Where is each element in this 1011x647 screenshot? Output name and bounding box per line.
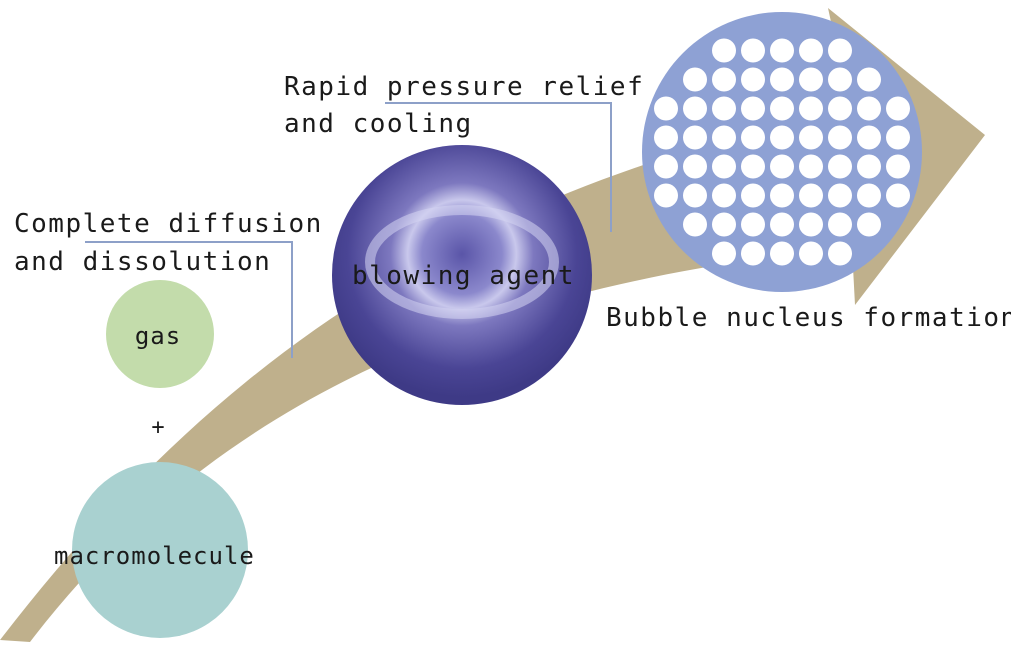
bubble (799, 96, 823, 121)
bubble (857, 183, 881, 208)
bubble (799, 154, 823, 179)
bubble (683, 183, 707, 208)
leader-line-pressure (385, 102, 612, 232)
bubble (857, 96, 881, 121)
bubble (770, 96, 794, 121)
bubble (770, 154, 794, 179)
bubble-nucleus-circle (642, 12, 922, 292)
bubble (828, 125, 852, 150)
bubble (770, 183, 794, 208)
bubble (828, 212, 852, 237)
bubble (683, 96, 707, 121)
bubble (770, 67, 794, 92)
diffusion-label-line2: and dissolution (14, 247, 271, 277)
bubble (799, 212, 823, 237)
pressure-label-line1: Rapid pressure relief (284, 72, 644, 102)
bubble (741, 154, 765, 179)
bubble (828, 38, 852, 63)
bubble (654, 154, 678, 179)
bubble (683, 154, 707, 179)
blowing-agent-label: blowing agent (352, 261, 575, 291)
bubble (857, 125, 881, 150)
blowing-agent-sphere (332, 145, 592, 405)
macromolecule-label: macromolecule (54, 542, 255, 570)
bubble (857, 154, 881, 179)
bubble (828, 154, 852, 179)
bubble (799, 38, 823, 63)
bubble (712, 96, 736, 121)
bubble (828, 183, 852, 208)
bubble (683, 125, 707, 150)
diffusion-label-line1: Complete diffusion (14, 209, 323, 239)
bubble (654, 183, 678, 208)
pressure-label-line2: and cooling (284, 109, 473, 139)
bubble (741, 241, 765, 266)
bubble (799, 183, 823, 208)
bubble (886, 125, 910, 150)
bubble (770, 38, 794, 63)
bubble (712, 125, 736, 150)
bubble (741, 38, 765, 63)
bubble (683, 67, 707, 92)
plus-sign: + (151, 415, 164, 440)
bubble (712, 38, 736, 63)
bubble (712, 154, 736, 179)
bubble-grid (654, 38, 910, 266)
bubble (770, 125, 794, 150)
bubble (741, 212, 765, 237)
bubble (770, 241, 794, 266)
bubble (712, 183, 736, 208)
bubble (857, 212, 881, 237)
bubble (799, 125, 823, 150)
bubble (828, 67, 852, 92)
bubble (741, 125, 765, 150)
bubble (857, 67, 881, 92)
gas-label: gas (135, 322, 181, 350)
bubble (886, 154, 910, 179)
bubble (712, 241, 736, 266)
bubble (741, 183, 765, 208)
macromolecule-circle (72, 462, 248, 638)
bubble (741, 96, 765, 121)
bubble (886, 96, 910, 121)
bubble (886, 183, 910, 208)
bubble-nucleus-label: Bubble nucleus formation (606, 303, 1011, 333)
blowing-agent-sheen (365, 205, 559, 319)
bubble (741, 67, 765, 92)
gas-circle (106, 280, 214, 388)
bubble (828, 96, 852, 121)
bubble (654, 96, 678, 121)
bubble (799, 241, 823, 266)
bubble (654, 125, 678, 150)
bubble (683, 212, 707, 237)
bubble (770, 212, 794, 237)
bubble (828, 241, 852, 266)
bubble (712, 67, 736, 92)
bubble (799, 67, 823, 92)
leader-line-diffusion (85, 241, 293, 358)
bubble (712, 212, 736, 237)
